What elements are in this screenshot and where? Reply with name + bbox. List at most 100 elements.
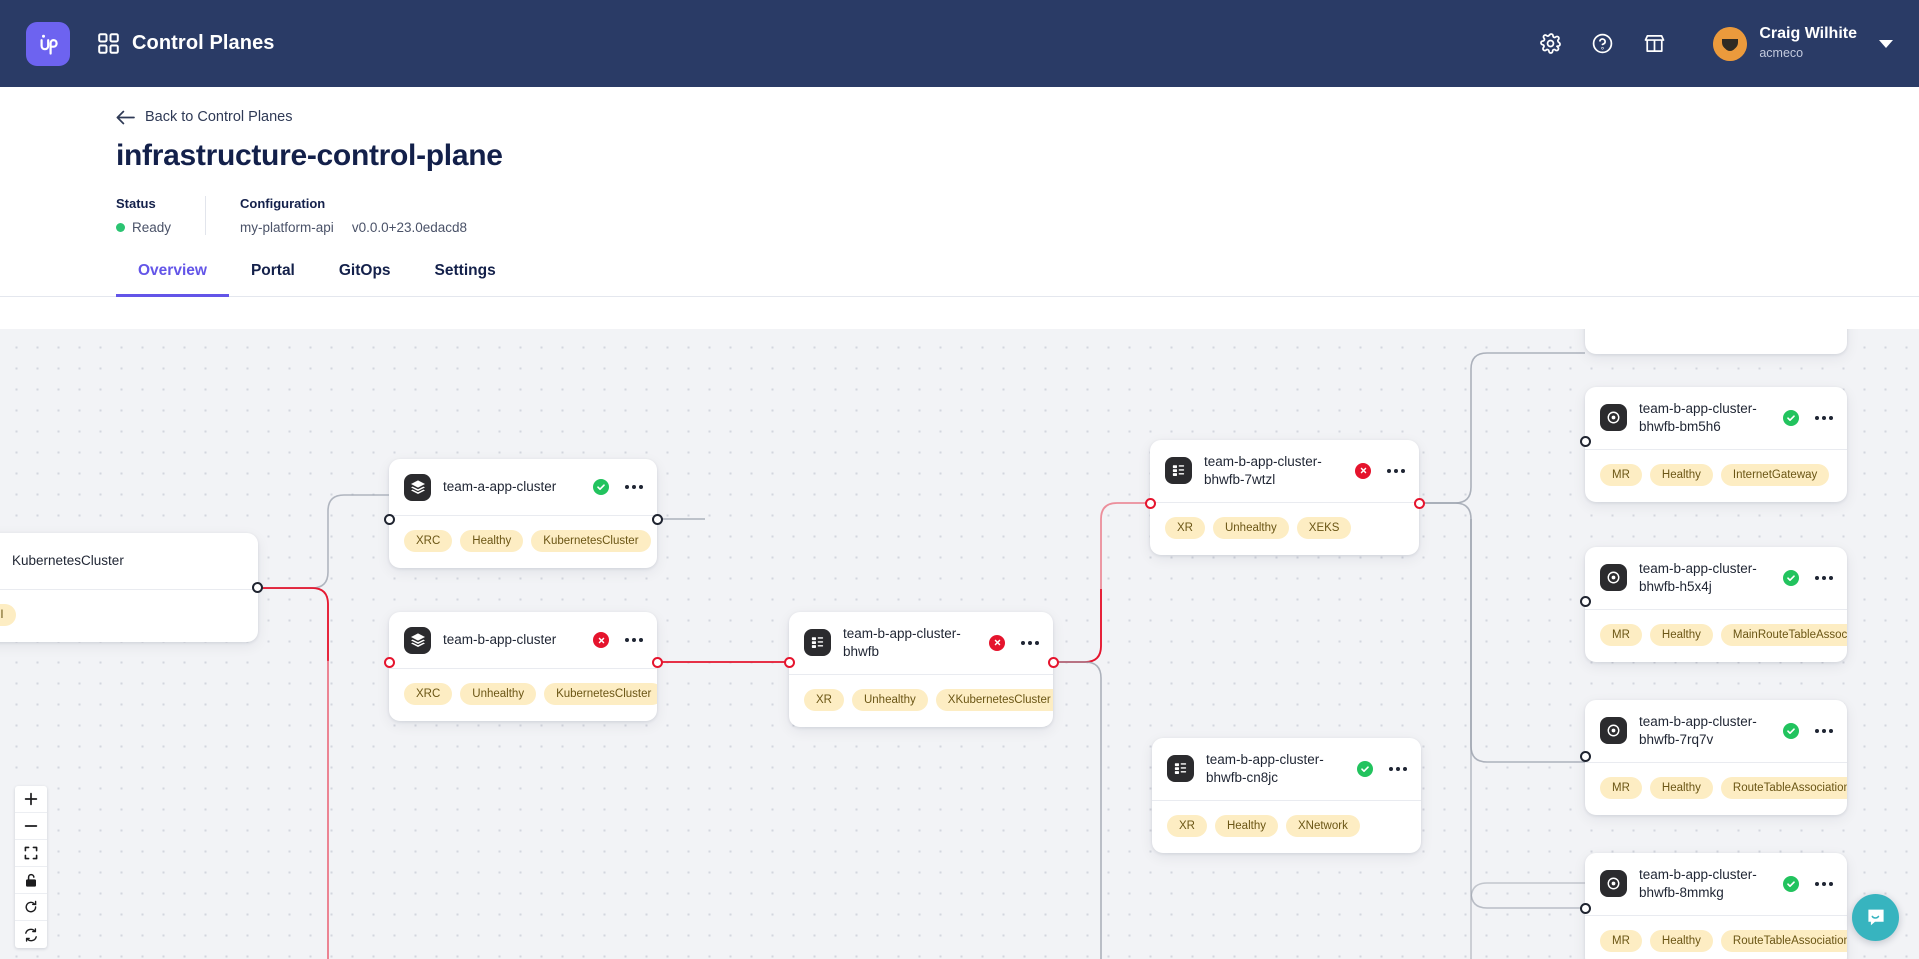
node-divider (1152, 799, 1421, 801)
node-tag: MR (1600, 623, 1642, 646)
node-actions-menu[interactable] (1811, 728, 1833, 733)
refresh-icon[interactable] (15, 894, 47, 921)
node-title: team-b-app-cluster (443, 632, 557, 648)
target-icon (1600, 870, 1627, 898)
node-tag: RouteTableAssociation (1720, 776, 1847, 799)
node-divider (789, 673, 1053, 675)
status-unhealthy-icon (1355, 462, 1371, 479)
node-handle-left-team-b-app-cluster[interactable] (384, 657, 395, 668)
node-actions-menu[interactable] (1383, 468, 1405, 473)
graph-node-team-b-app-cluster-bhwfb-7rq7v[interactable]: team-b-app-cluster-bhwfb-7rq7v MR Health… (1585, 700, 1847, 815)
node-title: team-b-app-cluster-bhwfb-bm5h6 (1639, 401, 1757, 434)
grid-apps-icon[interactable] (98, 33, 119, 54)
node-divider (0, 589, 258, 590)
configuration-name[interactable]: my-platform-api (240, 219, 334, 235)
node-handle-right-7wtzl[interactable] (1414, 498, 1425, 509)
graph-node-team-b-app-cluster[interactable]: team-b-app-cluster XRC Unhealthy Kuberne… (389, 612, 657, 721)
node-tag: XEKS (1296, 516, 1352, 539)
graph-zoom-toolbar (15, 786, 47, 948)
graph-node-team-b-app-cluster-bhwfb-bm5h6[interactable]: team-b-app-cluster-bhwfb-bm5h6 MR Health… (1585, 387, 1847, 502)
node-tag: Healthy (1649, 623, 1713, 646)
node-actions-menu[interactable] (1811, 415, 1833, 420)
node-handle-left-7wtzl[interactable] (1145, 498, 1156, 509)
node-tag: Healthy (1649, 463, 1713, 486)
configuration-label: Configuration (240, 195, 326, 211)
node-actions-menu[interactable] (1385, 766, 1407, 771)
chevron-down-icon[interactable] (1879, 39, 1893, 48)
node-handle-left-7rq7v[interactable] (1580, 751, 1591, 762)
node-tag: Healthy (460, 530, 524, 552)
node-tag: MainRouteTableAssociation (1720, 623, 1847, 646)
tab-overview[interactable]: Overview (116, 262, 229, 297)
zoom-out-icon[interactable] (15, 813, 47, 840)
graph-node-team-b-app-cluster-bhwfb-h5x4j[interactable]: team-b-app-cluster-bhwfb-h5x4j MR Health… (1585, 547, 1847, 662)
gear-icon[interactable] (1535, 29, 1565, 59)
node-actions-menu[interactable] (621, 485, 643, 489)
node-divider (1585, 608, 1847, 610)
tab-gitops[interactable]: GitOps (338, 261, 391, 279)
node-handle-right-kubernetescluster[interactable] (252, 582, 263, 593)
graph-node-team-a-app-cluster[interactable]: team-a-app-cluster XRC Healthy Kubernete… (389, 459, 657, 568)
node-divider (389, 515, 657, 516)
graph-node-team-b-app-cluster-bhwfb-cn8jc[interactable]: team-b-app-cluster-bhwfb-cn8jc XR Health… (1152, 738, 1421, 853)
node-actions-menu[interactable] (1811, 575, 1833, 580)
page-title: infrastructure-control-plane (116, 138, 503, 172)
node-handle-left-h5x4j[interactable] (1580, 596, 1591, 607)
layers-icon (404, 626, 431, 654)
node-title: team-b-app-cluster-bhwfb (843, 626, 961, 659)
list-icon (1167, 755, 1194, 783)
node-handle-left-8mmkg[interactable] (1580, 903, 1591, 914)
list-icon (804, 629, 831, 657)
status-healthy-icon (1357, 760, 1373, 777)
node-tag: XNetwork (1285, 814, 1360, 837)
up-logo-icon[interactable] (26, 21, 70, 66)
node-handle-left-bhwfb[interactable] (784, 657, 795, 668)
marketplace-icon[interactable] (1639, 29, 1669, 59)
node-handle-right-team-a-app-cluster[interactable] (652, 514, 663, 525)
node-handle-right-team-b-app-cluster[interactable] (652, 657, 663, 668)
node-actions-menu[interactable] (1017, 640, 1039, 645)
node-tag: KubernetesCluster (531, 530, 651, 552)
status-value: Ready (132, 219, 172, 235)
graph-node-team-b-app-cluster-bhwfb[interactable]: team-b-app-cluster-bhwfb XR Unhealthy XK… (789, 612, 1053, 727)
node-tag: XKubernetesCluster (935, 688, 1053, 711)
node-title: team-b-app-cluster-bhwfb-7rq7v (1639, 714, 1757, 747)
lock-icon[interactable] (15, 867, 47, 894)
help-icon[interactable] (1587, 29, 1617, 59)
tab-settings[interactable]: Settings (434, 261, 496, 279)
zoom-in-icon[interactable] (15, 786, 47, 813)
node-handle-left-team-a-app-cluster[interactable] (384, 514, 395, 525)
meta-row: Status Ready Configuration my-platform-a… (116, 195, 1919, 235)
page-header: Back to Control Planes infrastructure-co… (0, 87, 1919, 235)
user-name: Craig Wilhite (1759, 25, 1857, 43)
status-badge: Ready (116, 220, 171, 235)
graph-node-kubernetescluster[interactable]: K KubernetesCluster API (0, 533, 258, 642)
node-tag: XR (804, 688, 844, 711)
node-title: KubernetesCluster (12, 553, 124, 569)
node-divider (1585, 448, 1847, 450)
node-tag: XR (1165, 516, 1205, 539)
node-actions-menu[interactable] (1811, 881, 1833, 886)
node-title: team-b-app-cluster-bhwfb-h5x4j (1639, 561, 1757, 594)
node-tag: MR (1600, 776, 1642, 799)
node-handle-left-bm5h6[interactable] (1580, 436, 1591, 447)
sync-icon[interactable] (15, 921, 47, 948)
user-menu[interactable]: Craig Wilhite acmeco (1713, 25, 1893, 62)
resource-graph-canvas[interactable]: K KubernetesCluster API team-a-app-clust… (0, 329, 1919, 959)
node-tag: Unhealthy (1212, 516, 1289, 539)
back-to-control-planes-link[interactable]: Back to Control Planes (116, 109, 293, 125)
target-icon (1600, 564, 1627, 592)
node-tag: XR (1167, 814, 1207, 837)
configuration-block: Configuration my-platform-api v0.0.0+23.… (205, 195, 501, 235)
status-healthy-icon (1783, 722, 1799, 739)
graph-node-partial-top[interactable] (1585, 329, 1847, 354)
node-handle-right-bhwfb[interactable] (1048, 657, 1059, 668)
chat-bubble-icon[interactable] (1852, 894, 1899, 941)
node-title: team-b-app-cluster-bhwfb-8mmkg (1639, 867, 1757, 900)
status-healthy-icon (1783, 569, 1799, 586)
tab-portal[interactable]: Portal (250, 261, 295, 279)
node-actions-menu[interactable] (621, 638, 643, 642)
graph-node-team-b-app-cluster-bhwfb-7wtzl[interactable]: team-b-app-cluster-bhwfb-7wtzl XR Unheal… (1150, 440, 1419, 555)
graph-node-team-b-app-cluster-bhwfb-8mmkg[interactable]: team-b-app-cluster-bhwfb-8mmkg MR Health… (1585, 853, 1847, 959)
fit-view-icon[interactable] (15, 840, 47, 867)
